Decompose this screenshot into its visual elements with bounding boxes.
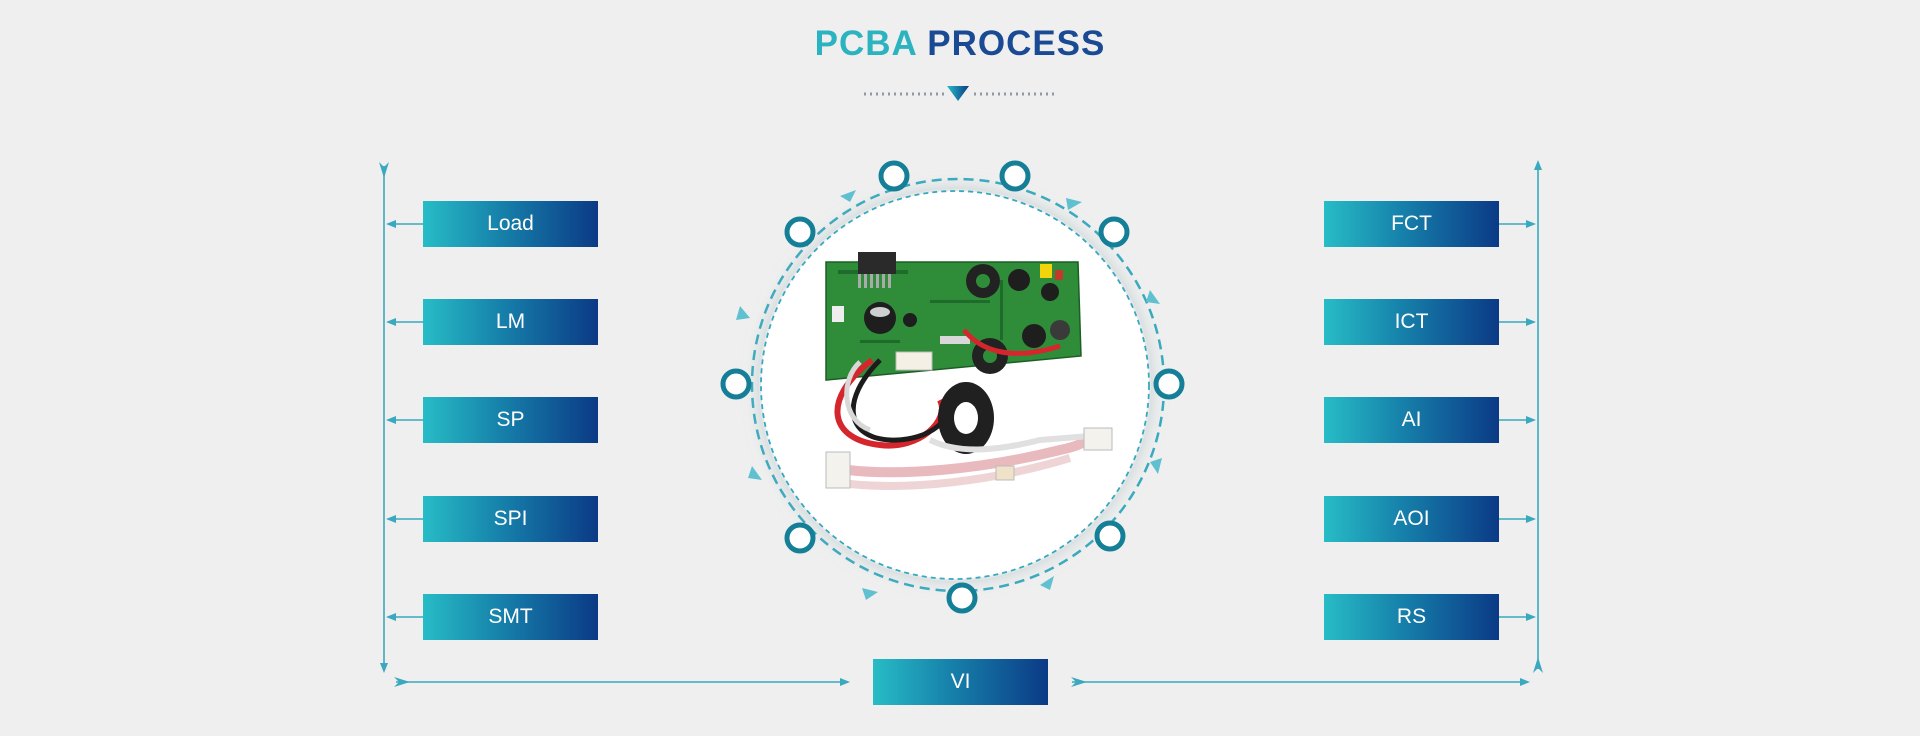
ring-direction-arrows <box>736 190 1162 600</box>
step-box-lm: LM <box>423 299 598 345</box>
step-box-load: Load <box>423 201 598 247</box>
step-box-vi: VI <box>873 659 1048 705</box>
step-box-sp: SP <box>423 397 598 443</box>
title-divider <box>864 86 1056 101</box>
step-box-ict: ICT <box>1324 299 1499 345</box>
step-box-rs: RS <box>1324 594 1499 640</box>
left-connectors <box>386 220 423 621</box>
step-box-smt: SMT <box>423 594 598 640</box>
title-part-pcba: PCBA <box>814 24 917 63</box>
bottom-flow-line <box>394 677 1530 687</box>
right-flow-line <box>1533 160 1543 673</box>
page-title: PCBA PROCESS <box>0 24 1920 64</box>
ring-nodes <box>720 160 1185 614</box>
title-part-process: PROCESS <box>927 24 1106 63</box>
pcb-assembly-icon <box>825 252 1113 490</box>
chevron-down-icon <box>947 86 969 101</box>
step-box-spi: SPI <box>423 496 598 542</box>
step-box-fct: FCT <box>1324 201 1499 247</box>
step-box-aoi: AOI <box>1324 496 1499 542</box>
right-connectors <box>1499 220 1536 621</box>
left-flow-line <box>379 162 389 673</box>
step-box-ai: AI <box>1324 397 1499 443</box>
